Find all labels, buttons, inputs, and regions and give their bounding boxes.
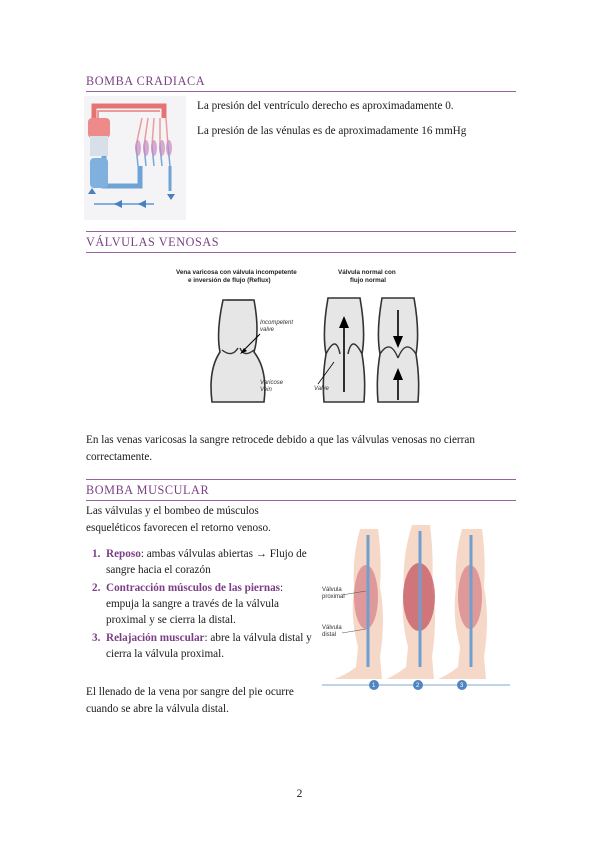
step-number: 3. [92,632,101,644]
caption-venas-varicosas: En las venas varicosas la sangre retroce… [86,434,475,463]
varicose-vein-shape [210,299,266,403]
step-number: 1. [92,548,101,560]
label-normal-1: Válvula normal con [338,269,396,276]
svg-text:3: 3 [460,683,464,689]
list-item: 1. Reposo: ambas válvulas abiertas → Fluj… [92,546,312,578]
page-number: 2 [296,788,303,800]
svg-text:1: 1 [372,683,376,689]
text-presion-ventriculo: La presión del ventrículo derecho es apr… [197,100,454,112]
step-term: Contracción músculos de las piernas [106,582,281,594]
step-term: Reposo [106,548,141,560]
step-badge: 3 [457,680,467,690]
vein-valves-diagram: Vena varicosa con válvula incompetente e… [168,262,430,414]
label-valve: Valve [314,386,329,392]
svg-text:2: 2 [416,683,420,689]
label-varicose-1: Vena varicosa con válvula incompetente [176,269,297,276]
step-term: Relajación muscular [106,632,205,644]
step-number: 2. [92,582,101,594]
label-varicose-2: e inversión de flujo (Reflux) [188,277,271,284]
step-badge: 1 [369,680,379,690]
label-valvula-distal-1: Válvula [322,625,342,631]
label-varicose-vein-1: Varicose [260,380,284,386]
section-title-bomba-muscular: BOMBA MUSCULAR [86,483,516,501]
text-presion-venulas: La presión de las vénulas es de aproxima… [197,125,467,137]
text-outro-bomba-muscular: El llenado de la vena por sangre del pie… [86,686,294,715]
step-badge: 2 [413,680,423,690]
heart-circulation-diagram [84,96,186,220]
leg-2 [386,525,435,679]
leg-3 [438,529,487,679]
normal-vein-closed-shape [376,297,420,403]
normal-vein-open-shape [317,297,366,403]
step-text: : ambas válvulas abiertas → Flujo de san… [106,548,307,576]
list-item: 3. Relajación muscular: abre la válvula d… [92,630,312,662]
list-item: 2. Contracción músculos de las piernas: e… [92,580,312,628]
label-valvula-proximal-1: Válvula [322,587,342,593]
section-title-valvulas-venosas: VÁLVULAS VENOSAS [86,235,516,253]
label-valvula-proximal-2: proximal [322,594,345,600]
muscle-pump-diagram: Válvula proximal Válvula distal 1 2 3 [316,517,516,691]
label-valvula-distal-2: distal [322,632,336,638]
label-incompetent-1: Incompetent [260,320,293,326]
steps-list: 1. Reposo: ambas válvulas abiertas → Fluj… [92,546,312,664]
label-normal-2: flujo normal [350,277,386,284]
section-divider [86,479,516,480]
section-divider [86,231,516,232]
leg-1 [334,529,383,679]
section-title-bomba-cardiaca: BOMBA CRADIACA [86,74,516,92]
label-incompetent-2: valve [260,327,275,333]
label-varicose-vein-2: Vein [260,387,272,393]
text-intro-bomba-muscular: Las válvulas y el bombeo de músculos esq… [86,505,271,534]
step-text: : empuja la sangre a través de la válvul… [106,582,284,626]
step-text: : abre la válvula distal y cierra la vál… [106,632,312,660]
